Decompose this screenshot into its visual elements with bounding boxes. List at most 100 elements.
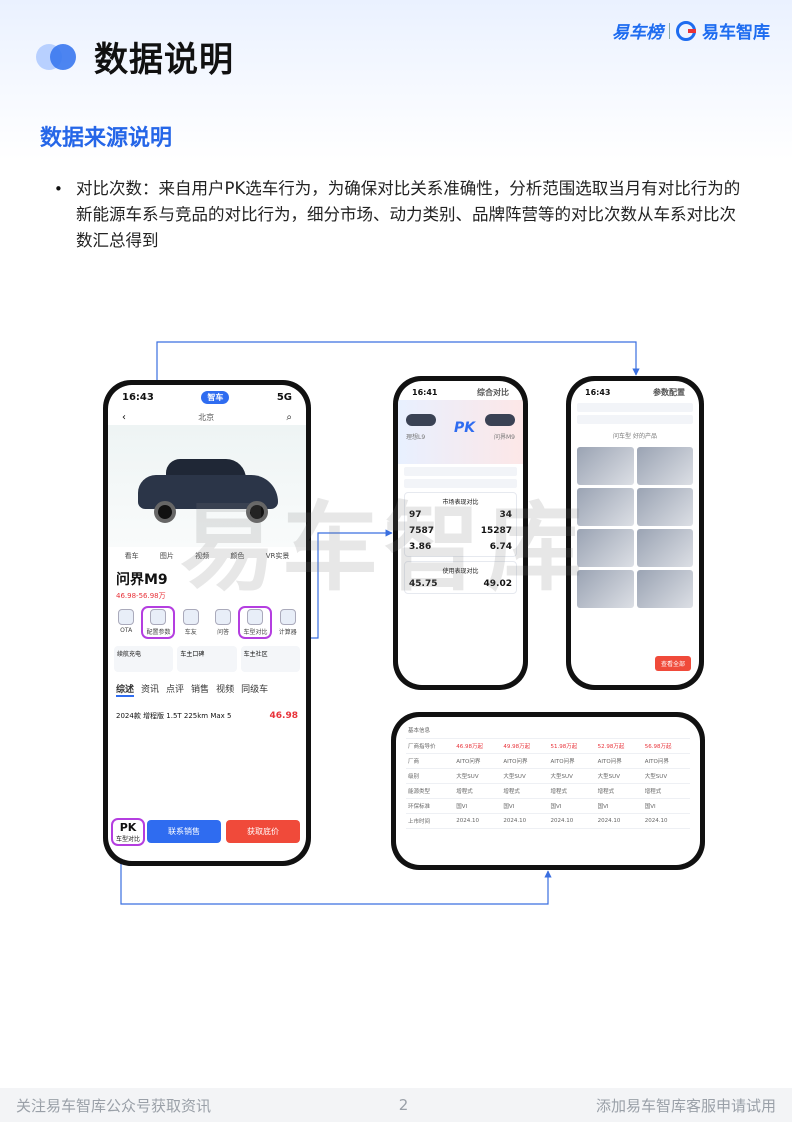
card-range[interactable]: 续航充电	[114, 646, 174, 672]
tab-overview[interactable]: 综述	[116, 682, 135, 697]
media-tab-3[interactable]: 颜色	[230, 552, 245, 560]
contact-sales-button[interactable]: 联系销售	[147, 820, 221, 843]
table-cell: 49.98万起	[501, 738, 549, 754]
status-signal: 5G	[276, 392, 292, 403]
model-price: 46.98-56.98万	[116, 592, 166, 600]
media-icon-row: 看车 图片 视频 颜色 VR实景	[108, 547, 306, 565]
table-cell: 2024.10	[548, 813, 596, 829]
media-tab-0[interactable]: 看车	[124, 552, 139, 560]
config-image[interactable]	[636, 447, 693, 485]
table-cell: 国VI	[595, 798, 643, 814]
table-cell	[595, 723, 643, 739]
tool-qa[interactable]: 问答	[209, 609, 237, 636]
table-cell: 2024.10	[595, 813, 643, 829]
config-image[interactable]	[577, 488, 634, 526]
car-wheel-rear	[246, 501, 268, 523]
car-wheel-front	[154, 501, 176, 523]
table-cell: 厂商	[406, 753, 455, 769]
brand-yicheban: 易车榜	[612, 23, 663, 43]
tab-reviews[interactable]: 点评	[166, 685, 185, 695]
num-left: 7587	[409, 526, 435, 536]
num-left: 45.75	[409, 579, 438, 589]
num-left: 3.86	[409, 542, 432, 552]
right-car-thumb	[485, 414, 515, 426]
table-cell: 国VI	[642, 798, 690, 814]
brand-logo-group: 易车榜 易车智库	[612, 18, 770, 43]
num-row: 7587 15287	[409, 526, 512, 536]
tool-label: 车型对比	[243, 629, 268, 636]
table-cell: 52.98万起	[595, 738, 643, 754]
pk-header: PK 理想L9 问界M9	[398, 400, 523, 464]
table-cell: 能源类型	[406, 783, 455, 799]
status-bar: 16:43 智车 5G	[108, 385, 306, 406]
config-image[interactable]	[636, 488, 693, 526]
table-cell: 2024.10	[642, 813, 690, 829]
tab-peers[interactable]: 同级车	[241, 685, 269, 695]
ota-icon	[118, 609, 135, 625]
table-row: 能源类型增程式增程式增程式增程式增程式	[406, 783, 690, 799]
table-cell	[454, 723, 502, 739]
config-image[interactable]	[577, 529, 634, 567]
box-title: 使用表现对比	[442, 568, 479, 575]
config-image[interactable]	[636, 570, 693, 608]
num-right: 15287	[480, 526, 512, 536]
back-icon[interactable]: ‹	[122, 412, 126, 423]
table-cell: 大型SUV	[595, 768, 643, 784]
tool-compare[interactable]: 车型对比	[238, 606, 273, 639]
config-image[interactable]	[577, 447, 634, 485]
media-tab-1[interactable]: 图片	[159, 552, 174, 560]
brand-logo-icon	[676, 20, 696, 41]
placeholder-row	[577, 415, 693, 424]
tool-calculator[interactable]: 计算器	[274, 609, 302, 636]
phone-model-detail: 16:43 智车 5G ‹ 北京 ⌕ 看车 图片 视频 颜色 VR实景 问界M9…	[103, 380, 311, 866]
info-cards: 续航充电 车主口碑 车主社区	[108, 642, 306, 676]
config-image[interactable]	[636, 529, 693, 567]
phone-cfg-screen: 16:43 参数配置 问车型 好的产品 查看全部	[571, 381, 699, 685]
tool-ota[interactable]: OTA	[112, 609, 140, 636]
tool-label: 配置参数	[146, 629, 171, 636]
header-dots	[36, 42, 80, 70]
config-icon	[150, 609, 167, 625]
table-cell: 增程式	[642, 783, 690, 799]
search-icon[interactable]: ⌕	[286, 412, 292, 423]
tool-config[interactable]: 配置参数	[141, 606, 176, 639]
tab-sales[interactable]: 销售	[191, 685, 210, 695]
box-title: 市场表现对比	[442, 499, 479, 506]
table-cell: AITO问界	[548, 753, 596, 769]
config-image[interactable]	[577, 570, 634, 608]
tool-label: OTA	[120, 627, 133, 634]
status-bar: 16:41 综合对比	[398, 381, 523, 400]
pk-compare-button[interactable]: PK 车型对比	[111, 817, 145, 846]
tab-news[interactable]: 资讯	[141, 685, 160, 695]
view-all-button[interactable]: 查看全部	[654, 656, 691, 671]
status-time: 16:43	[585, 388, 611, 397]
tab-video[interactable]: 视频	[216, 685, 235, 695]
calculator-icon	[279, 609, 296, 625]
bottom-action-bar: PK 车型对比 联系销售 获取底价	[108, 817, 306, 846]
city-select[interactable]: 北京	[198, 413, 215, 422]
tool-label: 问答	[217, 629, 230, 636]
card-community[interactable]: 车主社区	[240, 646, 300, 672]
card-reviews[interactable]: 车主口碑	[177, 646, 237, 672]
get-price-button[interactable]: 获取底价	[226, 820, 300, 843]
placeholder-row	[404, 467, 517, 476]
media-tab-2[interactable]: 视频	[195, 552, 210, 560]
trim-price: 46.98	[269, 711, 298, 721]
media-tab-4[interactable]: VR实景	[265, 552, 290, 560]
num-right: 34	[499, 510, 512, 520]
trim-row[interactable]: 2024款 增程版 1.5T 225km Max 5 46.98	[108, 703, 306, 729]
table-cell: AITO问界	[642, 753, 690, 769]
num-right: 49.02	[483, 579, 512, 589]
phone-config: 16:43 参数配置 问车型 好的产品 查看全部	[566, 376, 704, 690]
nav-bar: ‹ 北京 ⌕	[108, 406, 306, 425]
table-cell: 大型SUV	[501, 768, 549, 784]
tool-row: OTA 配置参数 车友 问答 车型对比 计算器	[108, 603, 306, 642]
tool-community[interactable]: 车友	[177, 609, 205, 636]
table-cell: 增程式	[454, 783, 502, 799]
